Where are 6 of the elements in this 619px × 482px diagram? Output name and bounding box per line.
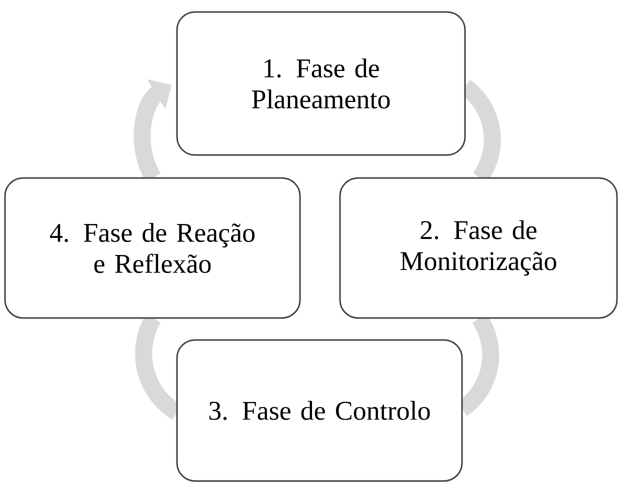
phase-box: 4. Fase de Reação e Reflexão [4, 177, 301, 319]
phase-box: 1. Fase de Planeamento [176, 11, 466, 156]
phase-box: 3. Fase de Controlo [176, 339, 463, 482]
node-text: 2. Fase de Monitorização [400, 220, 556, 276]
node-text: 3. Fase de Controlo [209, 400, 430, 420]
phase-box: 2. Fase de Monitorização [339, 177, 618, 319]
